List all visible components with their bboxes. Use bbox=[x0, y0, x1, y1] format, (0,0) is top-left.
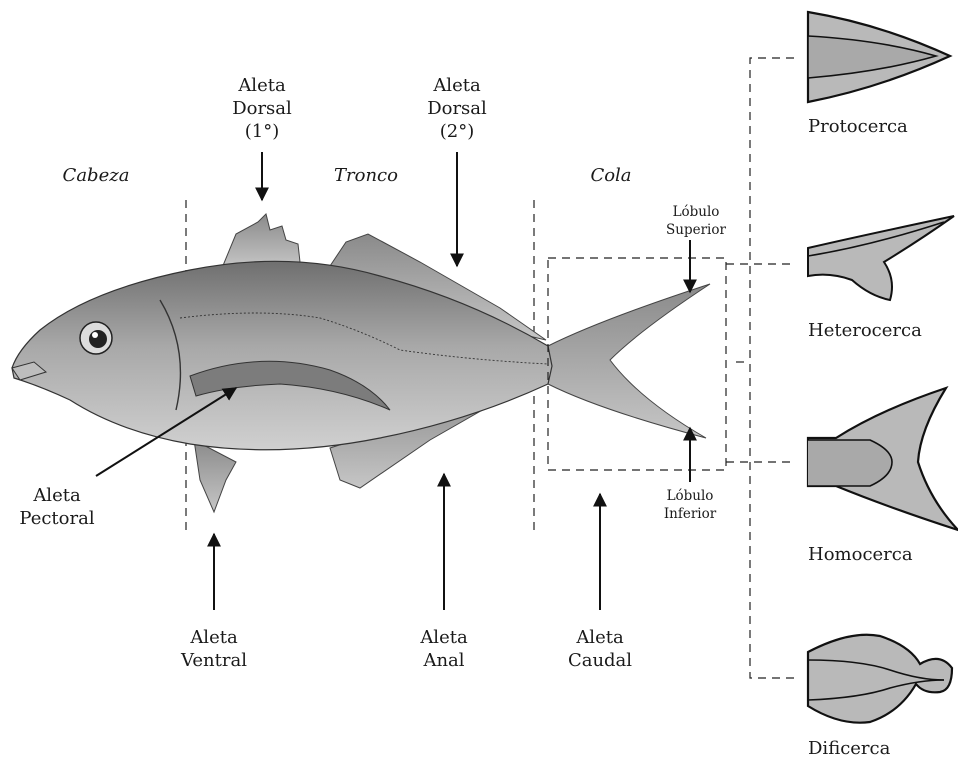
label-pectoral-fin: Aleta Pectoral bbox=[2, 484, 112, 530]
label-dorsal-fin-1: Aleta Dorsal (1°) bbox=[212, 74, 312, 143]
label-caudal-fin: Aleta Caudal bbox=[550, 626, 650, 672]
fish-pupil bbox=[89, 330, 107, 348]
ventral-fin bbox=[194, 440, 236, 512]
first-dorsal-fin bbox=[222, 214, 300, 268]
fish-illustration bbox=[12, 214, 710, 512]
label-upper-lobe: Lóbulo Superior bbox=[656, 203, 736, 239]
label-anal-fin: Aleta Anal bbox=[394, 626, 494, 672]
label-head: Cabeza bbox=[46, 164, 146, 187]
label-ventral-fin: Aleta Ventral bbox=[164, 626, 264, 672]
dificerca-shape bbox=[808, 635, 952, 723]
label-protocerca: Protocerca bbox=[808, 116, 908, 137]
protocerca-shape bbox=[808, 12, 950, 102]
tail-type-connectors bbox=[726, 58, 794, 678]
caudal-fin bbox=[548, 284, 710, 438]
heterocerca-shape bbox=[808, 216, 954, 300]
label-tail: Cola bbox=[566, 164, 656, 187]
eye-highlight bbox=[92, 332, 98, 338]
label-lower-lobe: Lóbulo Inferior bbox=[650, 487, 730, 523]
label-dorsal-fin-2: Aleta Dorsal (2°) bbox=[407, 74, 507, 143]
label-trunk: Tronco bbox=[316, 164, 416, 187]
label-dificerca: Dificerca bbox=[808, 738, 890, 759]
label-heterocerca: Heterocerca bbox=[808, 320, 922, 341]
homocerca-shape bbox=[808, 388, 958, 530]
fish-body bbox=[12, 261, 552, 449]
label-homocerca: Homocerca bbox=[808, 544, 913, 565]
